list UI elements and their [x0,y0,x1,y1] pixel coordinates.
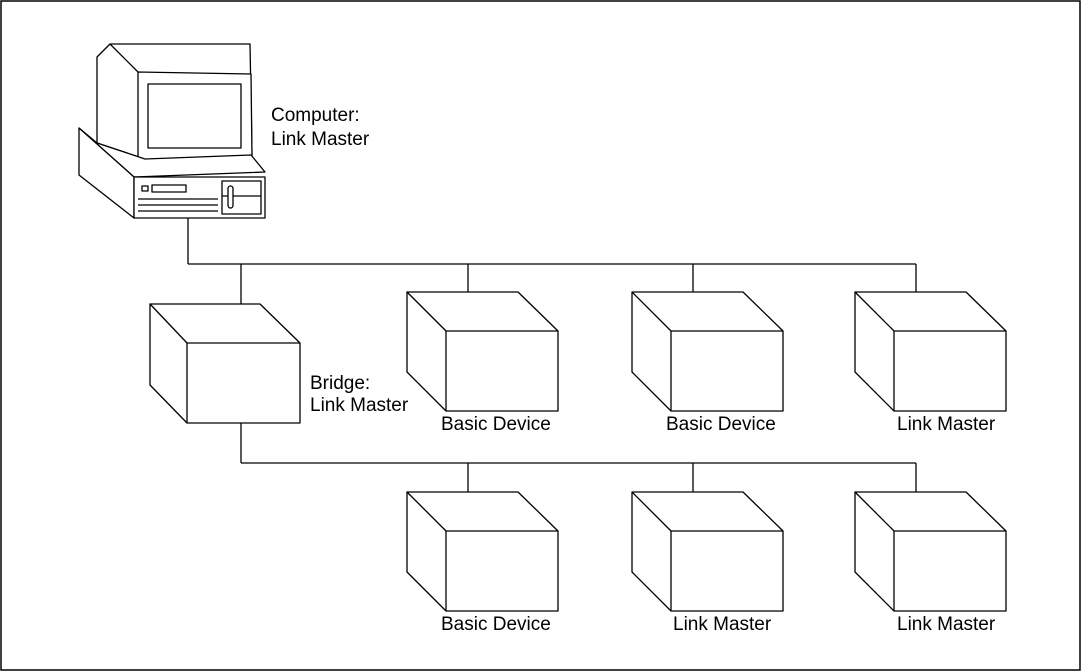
bus-lines [187,218,917,492]
device-label: Basic Device [441,414,551,435]
device-label: Link Master [897,614,996,635]
device-box-icon [406,491,559,612]
bridge-label-line2: Link Master [310,395,409,416]
device-box-icon [631,491,784,612]
device-box-icon [631,291,784,412]
device-label: Basic Device [441,614,551,635]
device-label: Link Master [897,414,996,435]
device-box-icon [854,291,1007,412]
device-label: Basic Device [666,414,776,435]
device-box-icon [406,291,559,412]
bridge-label-line1: Bridge: [310,373,371,394]
computer-label-line2: Link Master [271,129,370,150]
bridge-box-icon [149,303,301,424]
computer-label-line1: Computer: [271,105,360,126]
computer-icon [78,43,266,219]
device-box-icon [854,491,1007,612]
device-label: Link Master [673,614,772,635]
